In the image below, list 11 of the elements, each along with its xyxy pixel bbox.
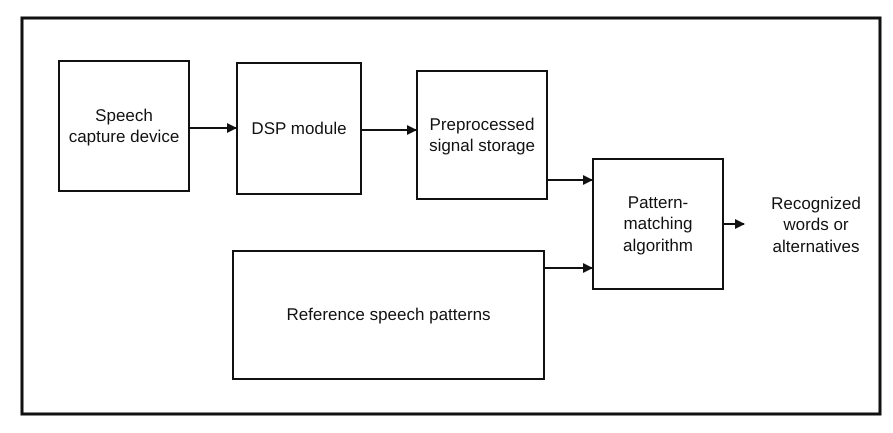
arrow	[545, 263, 593, 273]
process-box: Preprocessed signal storage	[416, 70, 548, 200]
process-box: Speech capture device	[58, 60, 190, 192]
process-box: DSP module	[236, 62, 362, 195]
arrow	[724, 219, 745, 229]
arrow	[362, 125, 417, 135]
output-label: Recognized words or alternatives	[748, 180, 884, 270]
process-box: Reference speech patterns	[232, 250, 545, 380]
arrow	[190, 123, 237, 133]
process-box: Pattern-matching algorithm	[592, 158, 724, 290]
arrow	[548, 175, 593, 185]
